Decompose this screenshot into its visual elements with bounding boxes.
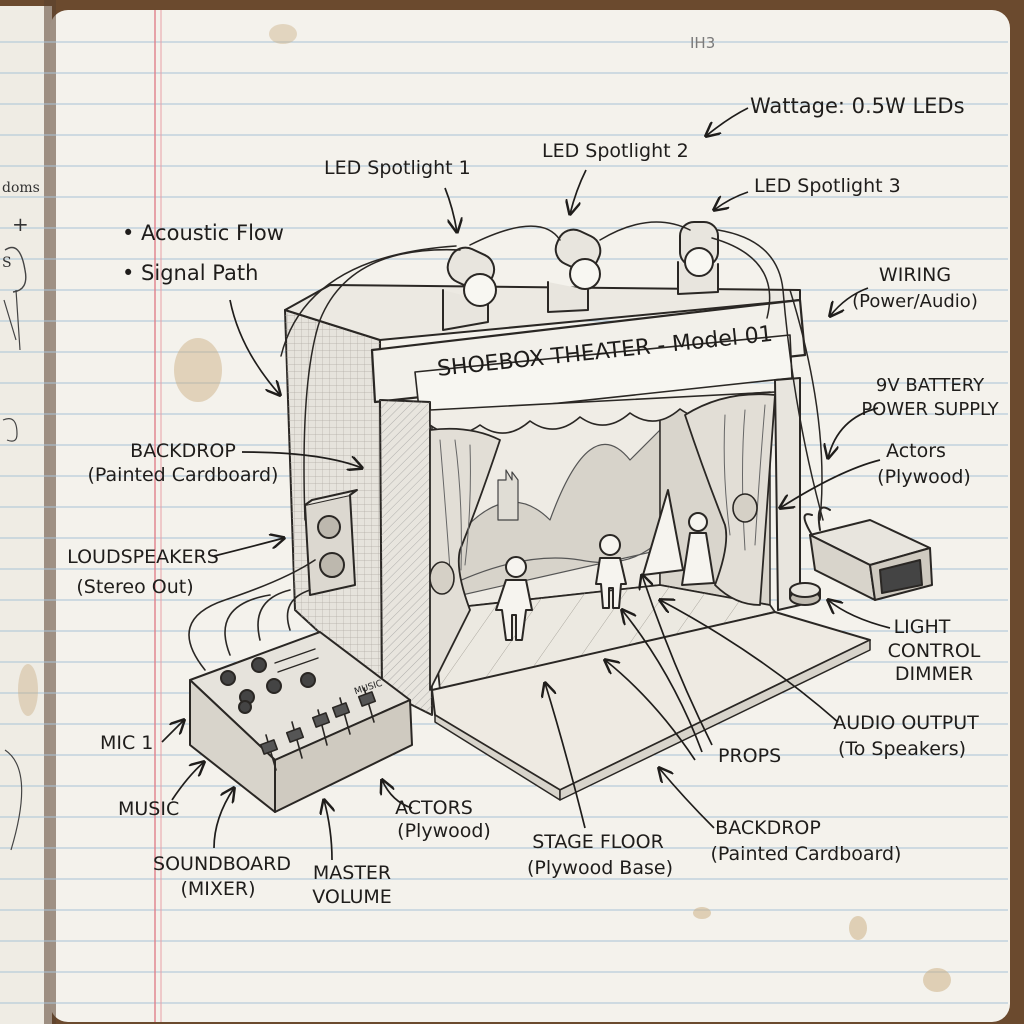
leader-arrows [161, 107, 891, 861]
shoebox-theater [188, 221, 933, 813]
label-loudspeakers: LOUDSPEAKERS [67, 546, 219, 568]
label-led-spotlight-3: LED Spotlight 3 [754, 175, 901, 197]
label-audio-output: AUDIO OUTPUT [833, 712, 979, 734]
arrow-props-1 [642, 575, 713, 746]
arrow-actors-right [780, 459, 881, 508]
label-actors-right-sub: (Plywood) [877, 466, 971, 488]
front-pillar-right [774, 377, 801, 611]
label-actors-bottom: ACTORS [395, 797, 473, 819]
label-acoustic-flow: • Acoustic Flow [122, 221, 284, 245]
stain [18, 664, 38, 716]
arrow-master [324, 800, 332, 861]
label-signal-path: • Signal Path [122, 261, 259, 285]
label-led-spotlight-1: LED Spotlight 1 [324, 157, 471, 179]
arrow-backdrop-bottom [659, 768, 715, 829]
arrow-music [171, 762, 204, 801]
label-loudspeakers-sub: (Stereo Out) [76, 576, 194, 598]
page-gutter [44, 0, 56, 1024]
label-led-spotlight-2: LED Spotlight 2 [542, 140, 689, 162]
label-master-volume: MASTER [312, 862, 392, 884]
left-page [0, 6, 52, 1024]
soundboard-mixer [189, 631, 413, 813]
arrow-battery [828, 407, 879, 458]
label-stage-floor-sub: (Plywood Base) [527, 857, 673, 879]
arrow-dimmer [828, 600, 891, 629]
label-actors-right: Actors [886, 440, 946, 462]
arrow-signal [229, 299, 280, 395]
label-backdrop-left-sub: (Painted Cardboard) [87, 464, 279, 486]
spotlights [442, 221, 719, 331]
stain [269, 24, 297, 44]
stain [849, 916, 867, 940]
wires [280, 221, 824, 521]
margin-scribble: S [2, 255, 12, 271]
loudspeaker [304, 489, 358, 596]
arrow-led3 [714, 191, 749, 210]
margin-scribble: + [12, 212, 29, 236]
arrow-wattage [706, 107, 749, 136]
page-number: IH3 [690, 34, 716, 52]
label-mic-1: MIC 1 [100, 732, 154, 754]
castle [497, 469, 519, 521]
label-actors-bottom-sub: (Plywood) [397, 820, 491, 842]
arrow-led2 [570, 169, 587, 214]
label-light-dimmer-1: LIGHT [893, 616, 951, 638]
arrow-audio-out [660, 600, 839, 723]
curtain-right [684, 393, 776, 606]
label-soundboard-sub: (MIXER) [180, 878, 256, 900]
arrow-props-3 [605, 660, 696, 761]
label-light-dimmer-3: DIMMER [894, 663, 974, 685]
arrow-props-2 [622, 610, 703, 753]
label-stage-floor: STAGE FLOOR [532, 831, 664, 853]
stain [693, 907, 711, 919]
label-backdrop-bottom-sub: (Painted Cardboard) [710, 843, 902, 865]
label-master-volume-sub: VOLUME [312, 886, 392, 908]
label-backdrop-bottom: BACKDROP [715, 817, 821, 839]
arrow-led1 [444, 187, 457, 232]
label-battery-sub: POWER SUPPLY [861, 399, 999, 420]
label-wattage: Wattage: 0.5W LEDs [750, 94, 965, 118]
arrow-actors-bottom [382, 780, 413, 809]
coffee-stain [174, 338, 222, 402]
margin-scribble: doms [2, 180, 40, 196]
label-soundboard: SOUNDBOARD [153, 853, 291, 875]
label-wiring-sub: (Power/Audio) [852, 291, 978, 312]
dimmer-knob [789, 582, 821, 606]
arrow-soundboard [213, 788, 234, 849]
battery-pack [803, 506, 933, 601]
label-props: PROPS [718, 745, 782, 767]
label-audio-output-sub: (To Speakers) [837, 738, 967, 760]
label-music: MUSIC [118, 798, 180, 820]
label-battery: 9V BATTERY [875, 375, 985, 396]
mixer-cables [188, 559, 316, 671]
arrow-backdrop-left [241, 451, 362, 468]
label-light-dimmer-2: CONTROL [887, 640, 981, 662]
curtain-left [429, 427, 501, 691]
arrow-mic [161, 720, 184, 743]
label-backdrop-left: BACKDROP [130, 440, 236, 462]
arrow-loudspeakers [213, 538, 284, 557]
arrow-stage-floor [545, 683, 586, 829]
arrow-wiring [830, 287, 869, 316]
stain [923, 968, 951, 992]
actor-figures [495, 489, 715, 641]
label-wiring: WIRING [878, 264, 952, 286]
